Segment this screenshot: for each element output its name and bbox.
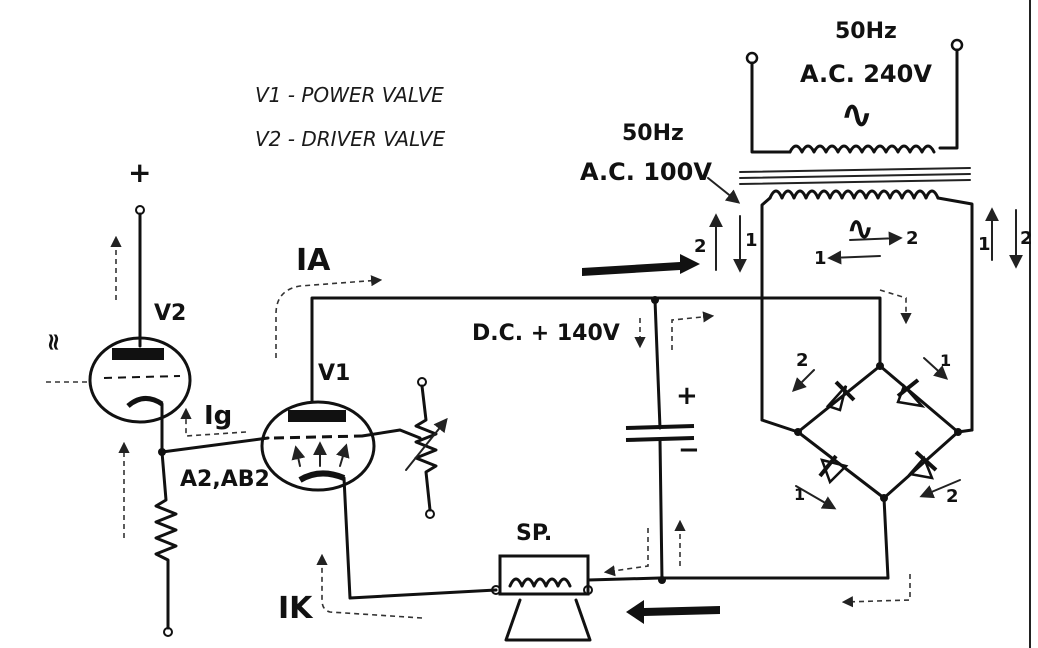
bridge-arrow-1a <box>923 357 949 380</box>
bridge-phase-1a: 1 <box>940 351 951 370</box>
dc-flow-arrow-right <box>671 311 715 350</box>
cap-lead-top <box>653 298 662 430</box>
bridge-arrow-2b <box>919 479 961 499</box>
core-line-2 <box>739 173 971 179</box>
ia-flow-arrow <box>275 275 383 358</box>
left-phase-marks: 2 1 <box>694 213 758 273</box>
v1-cathode-wire <box>342 476 498 600</box>
v1-label: V1 <box>318 361 350 386</box>
secondary-ac-symbol: ∿ <box>846 209 875 249</box>
v2-cathode-resistor <box>154 450 178 630</box>
diode-lower-right <box>907 450 938 480</box>
secondary-wire-left <box>760 196 772 422</box>
bridge-arrow-2a <box>792 369 815 392</box>
v1-electron-arrow-3 <box>336 443 350 467</box>
v1-envelope <box>260 400 376 492</box>
speaker-wire-right <box>586 576 662 582</box>
bridge-phase-2a: 2 <box>796 350 809 371</box>
right-phase-2: 2 <box>1020 228 1033 249</box>
flow-arrow-2 <box>849 231 903 246</box>
cap-plate-top <box>625 424 695 430</box>
variable-resistor <box>414 384 438 512</box>
bridge-rectifier: 2 1 1 2 <box>760 289 974 510</box>
mid-phase-2: 2 <box>906 228 919 249</box>
v1-grid <box>273 434 363 440</box>
v1-electron-arrow-1 <box>291 445 306 467</box>
diode-upper-right <box>896 378 926 408</box>
speaker-magnet-box <box>498 554 590 596</box>
power-valve-v1: V1 <box>260 361 498 600</box>
bridge-arrow-1b <box>795 485 837 510</box>
bridge-node-right <box>954 428 962 436</box>
ig-label: Ig <box>204 401 232 431</box>
secondary-frequency: 50Hz <box>622 121 684 146</box>
cap-plus: + <box>676 381 698 411</box>
v2-grid <box>103 375 181 379</box>
bridge-phase-1b: 1 <box>794 485 805 504</box>
left-phase-1: 1 <box>745 230 758 251</box>
legend-v2: V2 - DRIVER VALVE <box>255 127 445 151</box>
core-line-3 <box>739 179 971 185</box>
mains-input: 50Hz A.C. 240V ∿ <box>739 19 971 185</box>
var-res-arrow <box>405 417 448 471</box>
secondary-pointer-arrow <box>707 177 741 204</box>
ig-flow-arrow <box>180 407 247 437</box>
filter-capacitor: + − D.C. + 140V <box>472 296 715 584</box>
driver-valve-v2: + V2 ≈ <box>40 156 270 637</box>
secondary-winding <box>768 189 940 200</box>
left-phase-2: 2 <box>694 236 707 257</box>
right-phase-1: 1 <box>978 234 991 255</box>
ik-label: IK <box>278 591 314 626</box>
v2-ground-terminal <box>163 627 173 637</box>
bridge-lead-left <box>760 418 800 434</box>
core-line-1 <box>739 167 971 173</box>
speaker-label: SP. <box>516 521 552 546</box>
bridge-top-flow <box>879 289 912 325</box>
speaker: SP. <box>491 521 662 642</box>
secondary-output: 50Hz A.C. 100V ∿ 2 1 <box>580 121 974 432</box>
mains-frequency: 50Hz <box>835 19 897 44</box>
cap-lead-bottom <box>658 438 664 582</box>
v2-input-signal-mark: ≈ <box>40 332 68 352</box>
diode-upper-left <box>825 380 856 412</box>
v1-screen-wire <box>360 428 422 440</box>
speaker-cone <box>504 598 592 642</box>
bridge-node-left <box>794 428 802 436</box>
v1-anode <box>288 410 346 422</box>
v2-label: V2 <box>154 301 186 326</box>
mains-voltage: A.C. 240V <box>800 60 932 88</box>
secondary-wire-right <box>936 196 974 432</box>
primary-winding <box>788 144 936 154</box>
right-phase-marks: 1 2 <box>978 207 1033 269</box>
v2-anode <box>112 348 164 360</box>
v2-envelope <box>88 336 192 424</box>
b-plus-rail <box>310 296 882 404</box>
return-flow-arrow <box>626 600 720 624</box>
speaker-voice-coil <box>508 577 572 588</box>
legend-v1: V1 - POWER VALVE <box>255 83 444 107</box>
bridge-phase-2b: 2 <box>946 486 959 507</box>
ground-rail-right <box>658 496 890 580</box>
var-res-terminal-bottom <box>425 509 435 519</box>
cap-flow-down <box>603 528 649 577</box>
secondary-voltage: A.C. 100V <box>580 158 712 186</box>
ik-flow-arrow <box>316 553 423 619</box>
mains-wire-left <box>750 61 792 154</box>
dc-voltage-label: D.C. + 140V <box>472 321 620 346</box>
mid-phase-1: 1 <box>814 248 827 269</box>
v1-cathode <box>298 470 346 483</box>
ia-label: IA <box>296 243 331 278</box>
v2-cathode <box>126 396 164 408</box>
mains-ac-symbol: ∿ <box>840 92 874 138</box>
mains-wire-right <box>938 48 959 150</box>
flow-arrow-1 <box>827 250 881 265</box>
power-flow-arrow <box>582 254 700 276</box>
speaker-terminal-right <box>583 585 593 595</box>
cap-minus: − <box>678 435 700 465</box>
plus-terminal-label: + <box>128 156 151 189</box>
diode-lower-left <box>818 454 849 485</box>
class-label: A2,AB2 <box>180 467 270 492</box>
bridge-diamond <box>796 364 960 500</box>
